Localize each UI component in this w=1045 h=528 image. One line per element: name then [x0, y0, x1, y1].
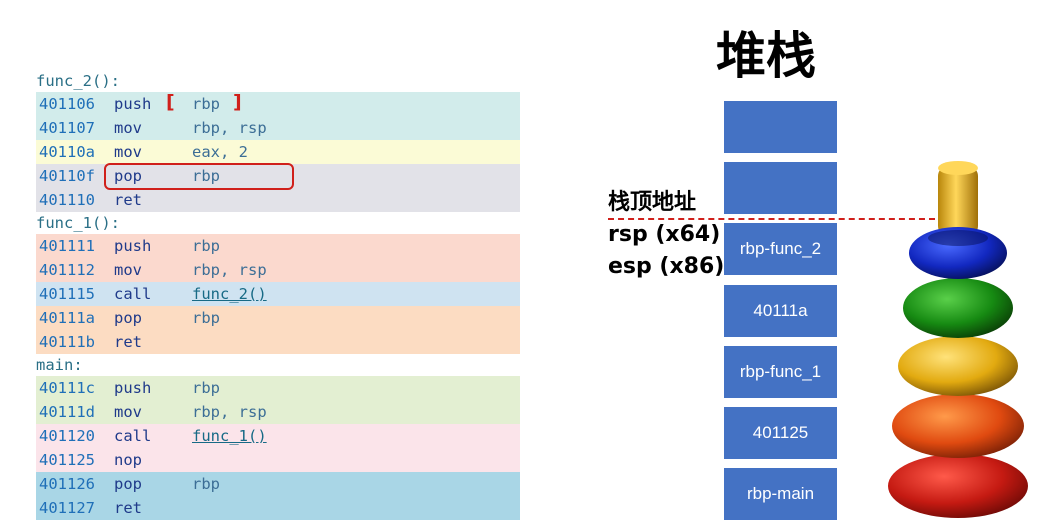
stack-slot: [724, 162, 837, 215]
instruction-operand: eax, 2: [192, 143, 248, 161]
stack-slot: rbp-func_2: [724, 223, 837, 276]
instruction-address: 401111: [39, 237, 95, 255]
instruction-row: 40110f pop rbp: [36, 164, 520, 188]
stack-top-label: 栈顶地址: [608, 190, 697, 215]
stack-top-dashed-line: [608, 218, 935, 220]
esp-label: esp (x86): [608, 254, 725, 279]
function-label: main:: [36, 356, 83, 374]
pop-highlight-box: [104, 163, 294, 190]
instruction-operand: rbp, rsp: [192, 403, 267, 421]
instruction-operand: rbp: [192, 167, 220, 185]
instruction-opcode: push: [114, 379, 152, 397]
instruction-opcode: pop: [114, 167, 142, 185]
instruction-row: 40111a pop rbp: [36, 306, 520, 330]
instruction-operand: rbp: [192, 95, 220, 113]
instruction-row: 401115 call func_2(): [36, 282, 520, 306]
instruction-address: 401120: [39, 427, 95, 445]
instruction-row: 401126 pop rbp: [36, 472, 520, 496]
stack-title: 堆栈: [716, 27, 816, 85]
instruction-address: 40111d: [39, 403, 95, 421]
instruction-address: 401115: [39, 285, 95, 303]
bracket-left: [: [166, 91, 175, 113]
instruction-opcode: mov: [114, 403, 142, 421]
instruction-address: 401126: [39, 475, 95, 493]
instruction-opcode: call: [114, 427, 152, 445]
instruction-address: 401127: [39, 499, 95, 517]
instruction-row: 401106 push rbp: [36, 92, 520, 116]
instruction-operand: rbp, rsp: [192, 261, 267, 279]
instruction-row: 40111d mov rbp, rsp: [36, 400, 520, 424]
instruction-row: 401107 mov rbp, rsp: [36, 116, 520, 140]
instruction-opcode: ret: [114, 499, 142, 517]
bracket-right: ]: [233, 91, 242, 113]
instruction-row: 401111 push rbp: [36, 234, 520, 258]
instruction-operand: rbp, rsp: [192, 119, 267, 137]
instruction-row: 40111c push rbp: [36, 376, 520, 400]
instruction-operand: rbp: [192, 309, 220, 327]
stack-slot: rbp-func_1: [724, 345, 837, 398]
instruction-address: 401107: [39, 119, 95, 137]
instruction-opcode: push: [114, 237, 152, 255]
instruction-operand: rbp: [192, 379, 220, 397]
instruction-opcode: nop: [114, 451, 142, 469]
instruction-address: 40111c: [39, 379, 95, 397]
instruction-row: 401110 ret: [36, 188, 520, 212]
call-target-link[interactable]: func_2(): [192, 285, 267, 303]
stack-slot: rbp-main: [724, 468, 837, 521]
instruction-address: 40111b: [39, 333, 95, 351]
instruction-opcode: call: [114, 285, 152, 303]
function-label: func_1():: [36, 214, 120, 232]
instruction-row: 40110a mov eax, 2: [36, 140, 520, 164]
function-label: func_2():: [36, 72, 120, 90]
instruction-opcode: mov: [114, 119, 142, 137]
instruction-address: 401125: [39, 451, 95, 469]
stack-slot: [724, 101, 837, 153]
instruction-opcode: pop: [114, 475, 142, 493]
instruction-opcode: ret: [114, 191, 142, 209]
stack-pointer-label: 栈顶地址 rsp (x64) esp (x86): [608, 187, 724, 283]
rsp-label: rsp (x64): [608, 222, 721, 247]
instruction-row: 401120 call func_1(): [36, 424, 520, 448]
instruction-row: 401112 mov rbp, rsp: [36, 258, 520, 282]
stacking-rings-toy-icon: [888, 161, 1028, 518]
instruction-address: 40110f: [39, 167, 95, 185]
instruction-opcode: ret: [114, 333, 142, 351]
instruction-operand: rbp: [192, 475, 220, 493]
instruction-opcode: pop: [114, 309, 142, 327]
call-target-link[interactable]: func_1(): [192, 427, 267, 445]
instruction-address: 401106: [39, 95, 95, 113]
instruction-row: 401125 nop: [36, 448, 520, 472]
instruction-row: 401127 ret: [36, 496, 520, 520]
instruction-operand: rbp: [192, 237, 220, 255]
stack-slot: 401125: [724, 407, 837, 459]
instruction-address: 401110: [39, 191, 95, 209]
stack-slot: 40111a: [724, 284, 837, 337]
instruction-opcode: push: [114, 95, 152, 113]
instruction-row: 40111b ret: [36, 330, 520, 354]
instruction-address: 40111a: [39, 309, 95, 327]
instruction-opcode: mov: [114, 143, 142, 161]
instruction-opcode: mov: [114, 261, 142, 279]
instruction-address: 40110a: [39, 143, 95, 161]
instruction-address: 401112: [39, 261, 95, 279]
